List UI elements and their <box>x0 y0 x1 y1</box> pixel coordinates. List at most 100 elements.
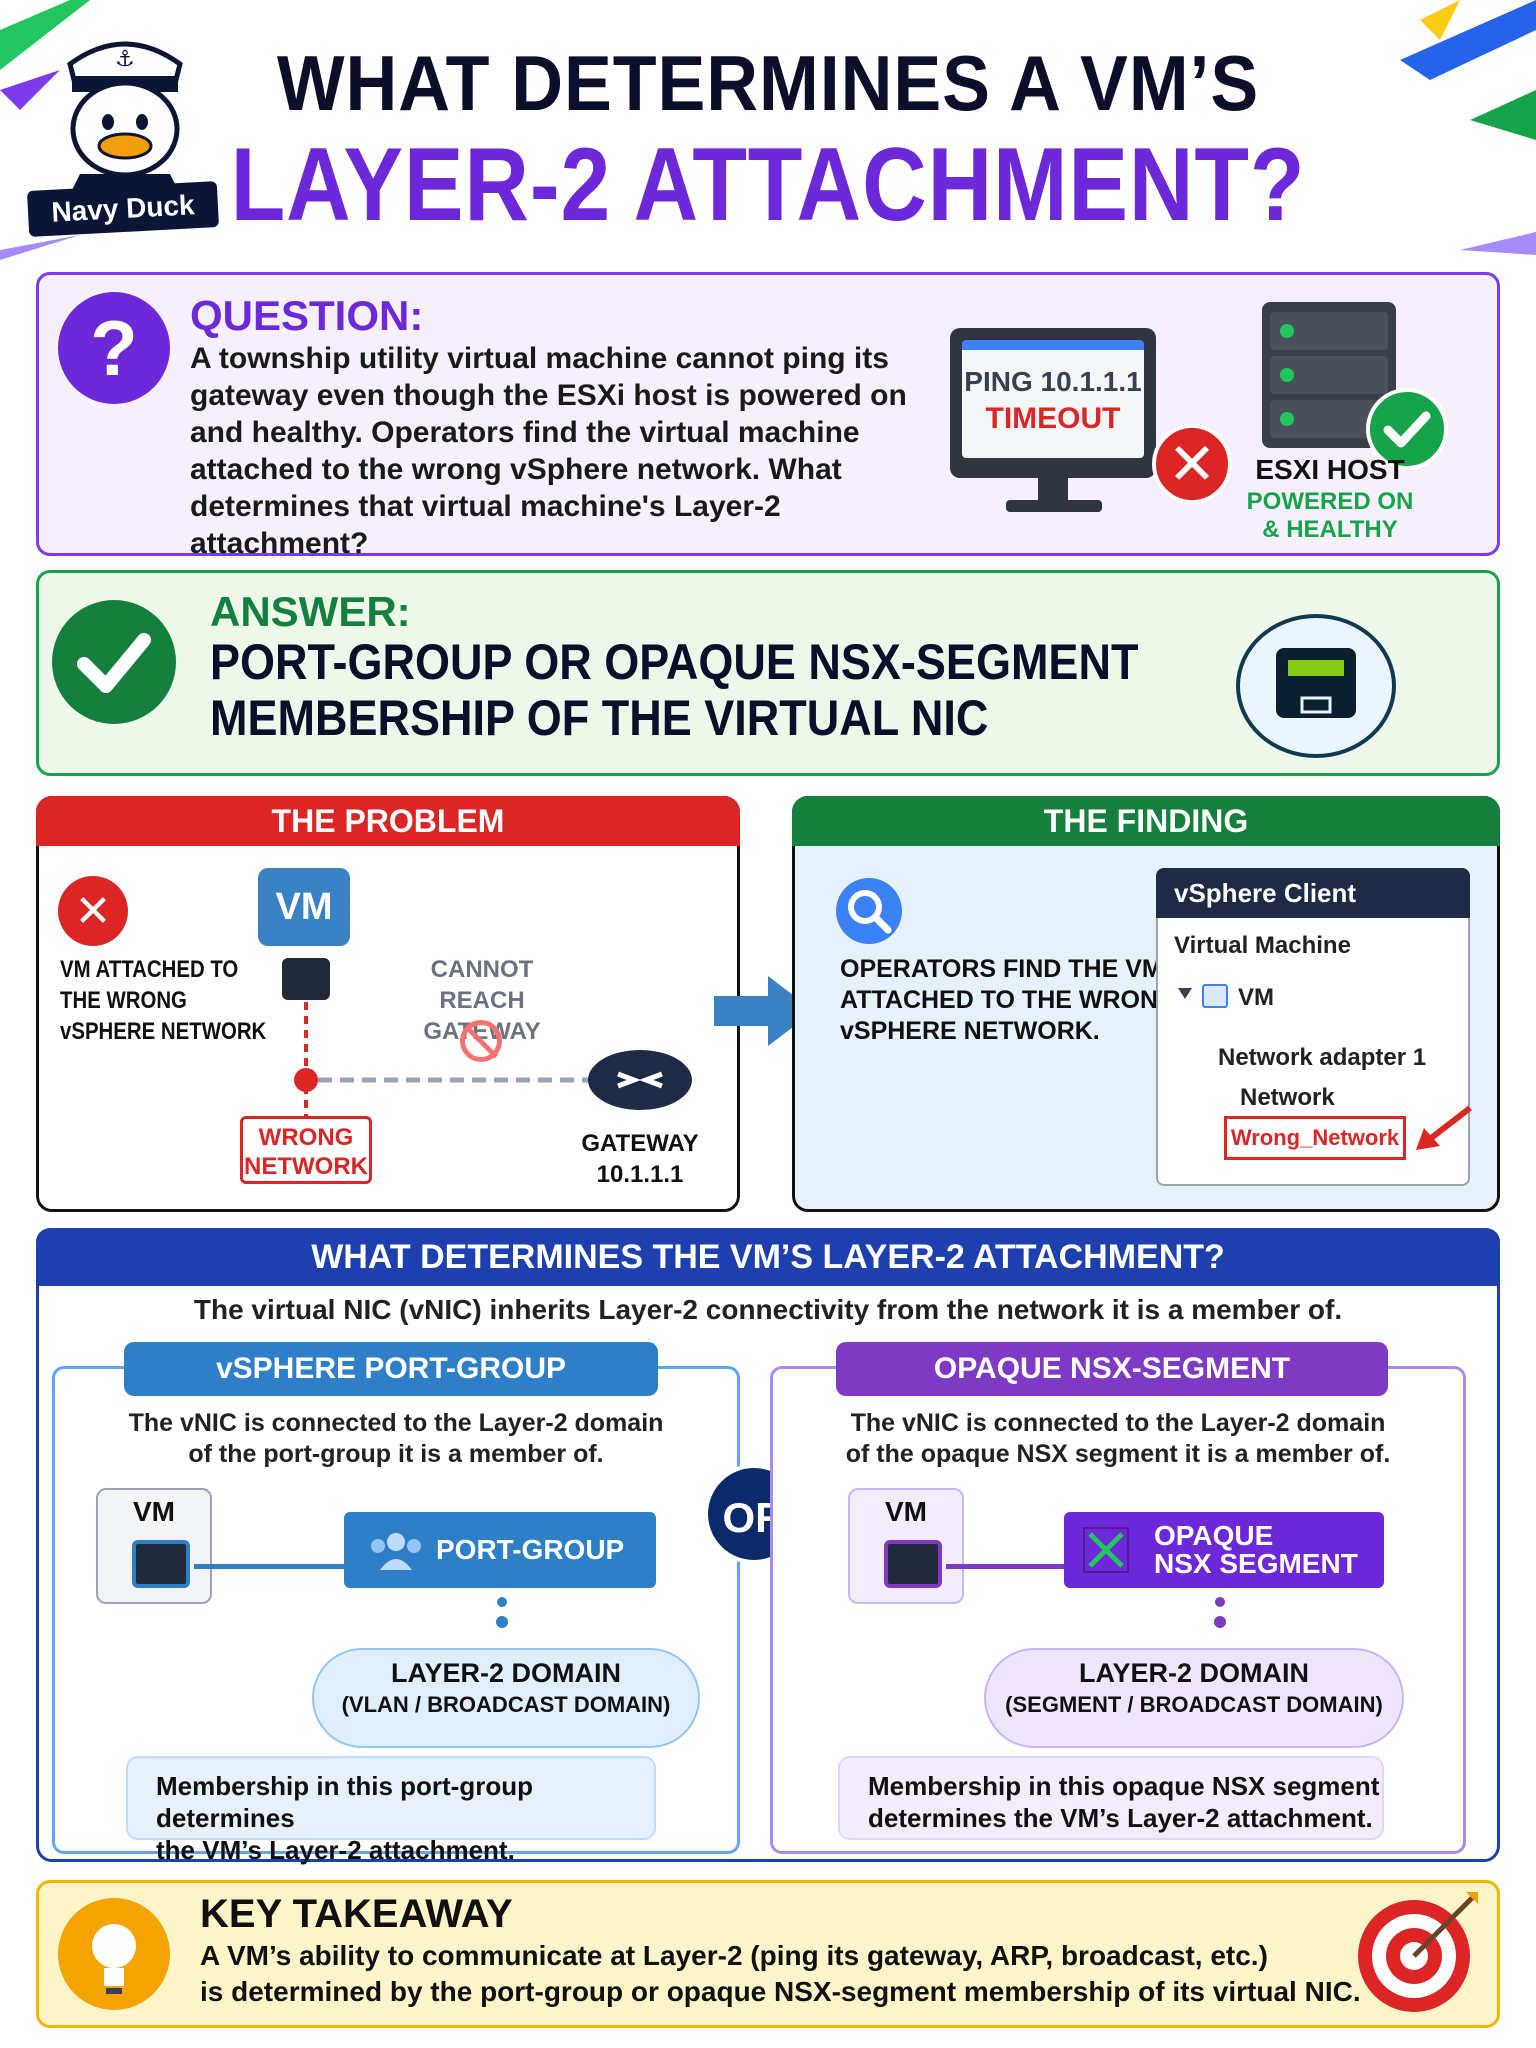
layer2-domain-title: LAYER-2 DOMAIN <box>390 1658 622 1688</box>
nsx-cross-icon <box>1082 1526 1130 1579</box>
duck-icon: ⚓ <box>67 41 183 194</box>
determines-subtitle: The virtual NIC (vNIC) inherits Layer-2 … <box>193 1294 1343 1325</box>
wrong-network-value[interactable]: Wrong_Network <box>1224 1116 1406 1160</box>
gateway-label: GATEWAY 10.1.1.1 <box>560 1128 720 1190</box>
cannot-reach-line1: CANNOT REACH <box>430 956 534 1014</box>
question-text: A township utility virtual machine canno… <box>190 342 907 560</box>
layer2-domain-label: LAYER-2 DOMAIN (VLAN / BROADCAST DOMAIN) <box>312 1658 700 1720</box>
nsx-desc-line2: of the opaque NSX segment it is a member… <box>845 1440 1391 1468</box>
error-x-icon: ✕ <box>58 876 128 946</box>
determines-title: WHAT DETERMINES THE VM’S LAYER-2 ATTACHM… <box>36 1228 1500 1286</box>
lightbulb-icon <box>58 1898 170 2010</box>
nsx-segment-description: The vNIC is connected to the Layer-2 dom… <box>770 1408 1466 1470</box>
tree-vm[interactable]: VM <box>1238 984 1274 1011</box>
vnic-to-segment-line <box>946 1564 1066 1569</box>
monitor-stand <box>1038 478 1068 502</box>
finding-text-line2: ATTACHED TO THE WRONG <box>840 986 1178 1014</box>
decorative-brush-strokes <box>0 0 1536 260</box>
tree-network-adapter[interactable]: Network adapter 1 <box>1218 1044 1427 1071</box>
finding-text-line1: OPERATORS FIND THE VM <box>840 955 1163 983</box>
vsphere-client-title: vSphere Client <box>1156 868 1470 918</box>
nsx-note-line2: determines the VM’s Layer-2 attachment. <box>868 1803 1373 1833</box>
nsx-box-line2: NSX SEGMENT <box>1154 1548 1358 1579</box>
layer2-domain-label: LAYER-2 DOMAIN (SEGMENT / BROADCAST DOMA… <box>984 1658 1404 1720</box>
port-group-desc-line1: The vNIC is connected to the Layer-2 dom… <box>128 1409 664 1437</box>
port-group-tab: vSPHERE PORT-GROUP MEMBERSHIP <box>124 1342 658 1439</box>
esxi-status-line2: & HEALTHY <box>1262 516 1398 543</box>
magnifier-icon <box>836 878 902 944</box>
port-group-note: Membership in this port-group determines… <box>126 1756 656 1865</box>
vnic-port-icon <box>132 1540 190 1588</box>
wrong-network-box: WRONG NETWORK <box>240 1116 372 1184</box>
finding-title: THE FINDING <box>792 796 1500 846</box>
nsx-desc-line1: The vNIC is connected to the Layer-2 dom… <box>850 1409 1386 1437</box>
problem-side-line2: THE WRONG <box>60 987 187 1014</box>
wrong-network-line2: NETWORK <box>244 1153 368 1180</box>
monitor-base <box>1006 500 1102 512</box>
vm-small-icon <box>1202 984 1228 1008</box>
target-icon <box>1354 1890 1480 2016</box>
vnic-port-icon <box>282 958 330 1000</box>
dotted-connector <box>1214 1597 1226 1628</box>
network-label: Network <box>1240 1084 1335 1111</box>
key-takeaway-label: KEY TAKEAWAY <box>200 1892 513 1936</box>
arrow-right-icon <box>714 976 814 1046</box>
key-takeaway-line2: is determined by the port-group or opaqu… <box>200 1976 1361 2007</box>
nsx-box-line1: OPAQUE <box>1154 1520 1274 1551</box>
problem-side-line3: vSPHERE NETWORK <box>60 1018 267 1045</box>
monitor-screen <box>962 340 1144 458</box>
problem-side-text: VM ATTACHED TO THE WRONG vSPHERE NETWORK <box>60 954 266 1047</box>
answer-line1: PORT-GROUP OR OPAQUE NSX-SEGMENT <box>210 634 1139 690</box>
vnic-to-portgroup-line <box>194 1564 346 1569</box>
page-title-line1: WHAT DETERMINES A VM’S <box>276 39 1260 127</box>
vnic-port-icon <box>884 1540 942 1588</box>
ethernet-port-icon <box>1236 614 1396 758</box>
svg-text:⚓: ⚓ <box>115 47 135 72</box>
layer2-domain-subtitle: (VLAN / BROADCAST DOMAIN) <box>341 1692 671 1717</box>
key-takeaway-panel <box>36 1880 1500 2028</box>
tree-virtual-machine[interactable]: Virtual Machine <box>1174 932 1351 959</box>
gateway-line2: 10.1.1.1 <box>596 1161 684 1188</box>
blocked-icon <box>460 1020 502 1062</box>
answer-text: PORT-GROUP OR OPAQUE NSX-SEGMENT MEMBERS… <box>210 634 1138 746</box>
port-group-note-line2: the VM’s Layer-2 attachment. <box>156 1835 515 1865</box>
nsx-layer2-domain-subtitle: (SEGMENT / BROADCAST DOMAIN) <box>1005 1692 1383 1717</box>
answer-line2: MEMBERSHIP OF THE VIRTUAL NIC <box>210 690 989 746</box>
problem-side-line1: VM ATTACHED TO <box>60 956 239 983</box>
server-led <box>1280 412 1294 426</box>
esxi-status-line1: POWERED ON <box>1246 488 1414 515</box>
nsx-segment-box: OPAQUE NSX SEGMENT <box>1064 1512 1384 1588</box>
connection-lines <box>294 1002 590 1116</box>
page-title-line2: LAYER-2 ATTACHMENT? <box>230 127 1306 243</box>
layer2-domain-cloud <box>312 1648 700 1748</box>
answer-check-icon <box>52 600 176 724</box>
red-pointer-arrow-icon <box>1416 1105 1472 1150</box>
problem-title: THE PROBLEM <box>36 796 740 846</box>
vm-box: VM <box>258 868 350 946</box>
port-group-note-line1: Membership in this port-group determines <box>156 1771 533 1833</box>
nsx-segment-note: Membership in this opaque NSX segment de… <box>838 1756 1384 1840</box>
router-icon <box>588 1050 692 1110</box>
question-label: QUESTION: <box>190 292 424 339</box>
question-mark-icon: ? <box>58 292 170 404</box>
ping-timeout: TIMEOUT <box>985 402 1121 435</box>
dotted-connector <box>496 1597 508 1628</box>
key-takeaway-text: A VM’s ability to communicate at Layer-2… <box>200 1938 1361 2010</box>
layer2-domain-cloud <box>984 1648 1404 1748</box>
finding-text-line3: vSPHERE NETWORK. <box>840 1017 1100 1045</box>
vm-label: VM <box>885 1496 927 1527</box>
question-panel <box>36 272 1500 556</box>
wrong-network-line1: WRONG <box>258 1124 354 1151</box>
server-led <box>1280 368 1294 382</box>
esxi-status: POWERED ON & HEALTHY <box>1230 488 1430 544</box>
nsx-layer2-domain-title: LAYER-2 DOMAIN <box>1078 1658 1310 1688</box>
gateway-line1: GATEWAY <box>581 1130 699 1157</box>
finding-text: OPERATORS FIND THE VM ATTACHED TO THE WR… <box>840 954 1177 1047</box>
key-takeaway-line1: A VM’s ability to communicate at Layer-2… <box>200 1940 1268 1971</box>
problem-panel <box>36 796 740 1212</box>
esxi-host-label: ESXI HOST <box>1255 454 1405 485</box>
tree-expand-icon[interactable] <box>1178 988 1192 999</box>
nsx-note-line1: Membership in this opaque NSX segment <box>868 1771 1380 1801</box>
nsx-segment-tab: OPAQUE NSX-SEGMENT MEMBERSHIP <box>836 1342 1388 1439</box>
port-group-desc-line2: of the port-group it is a member of. <box>188 1440 604 1468</box>
